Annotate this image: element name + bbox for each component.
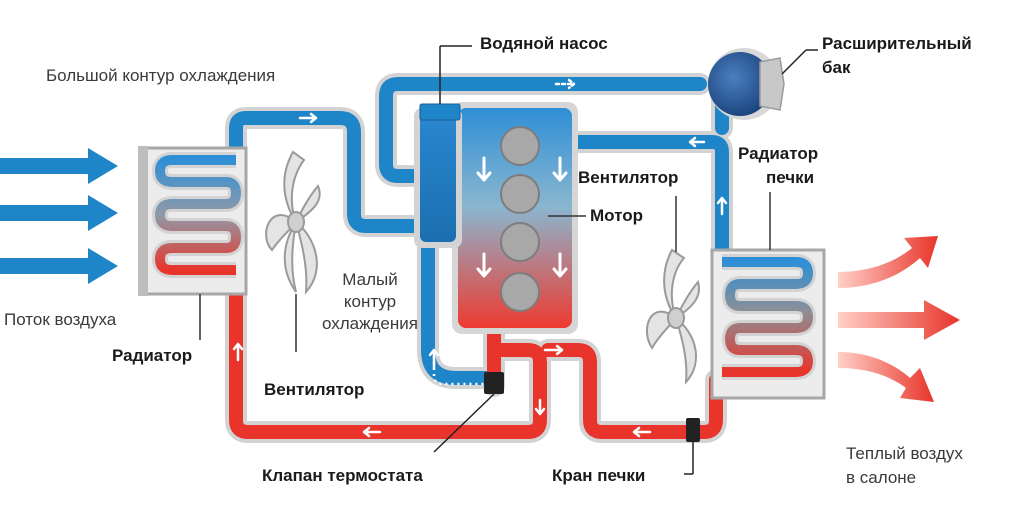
heater-feed-pipe	[569, 135, 729, 257]
big-circuit-pipe	[229, 111, 425, 233]
label-heater-tap: Кран печки	[552, 466, 646, 485]
label-heater-radiator-line1: Радиатор	[738, 144, 819, 163]
label-air-flow: Поток воздуха	[4, 310, 117, 329]
label-thermostat-valve: Клапан термостата	[262, 466, 423, 485]
expansion-tank	[708, 48, 818, 120]
label-small-circuit-line1: Малый	[342, 270, 398, 289]
label-fan-right: Вентилятор	[578, 168, 679, 187]
tank-return-pipe	[379, 77, 707, 183]
radiator-return-pipe	[229, 269, 547, 439]
label-radiator: Радиатор	[112, 346, 193, 365]
radiator-left	[138, 146, 248, 296]
label-small-circuit-line3: охлаждения	[322, 314, 418, 333]
engine-block	[452, 102, 586, 334]
heater-tap-valve	[684, 418, 700, 475]
label-big-circuit: Большой контур охлаждения	[46, 66, 276, 85]
pipes	[229, 77, 729, 439]
heater-radiator	[710, 248, 826, 400]
thermostat-valve	[433, 372, 504, 453]
heater-return-pipe	[541, 343, 723, 439]
label-warm-air-line2: в салоне	[846, 468, 917, 487]
label-expansion-tank-line1: Расширительный	[822, 34, 972, 53]
label-heater-radiator-line2: печки	[766, 168, 815, 187]
label-motor: Мотор	[590, 206, 643, 225]
water-pump	[414, 45, 472, 248]
small-circuit-pipe	[421, 239, 495, 385]
air-flow-arrows	[0, 148, 118, 284]
fan-right	[645, 248, 700, 385]
label-water-pump: Водяной насос	[480, 34, 608, 53]
warm-air-arrows	[838, 236, 960, 402]
fan-left	[265, 150, 321, 295]
label-fan-left: Вентилятор	[264, 380, 365, 399]
label-warm-air-line1: Теплый воздух	[846, 444, 963, 463]
label-small-circuit-line2: контур	[343, 292, 397, 311]
label-expansion-tank-line2: бак	[822, 58, 851, 77]
